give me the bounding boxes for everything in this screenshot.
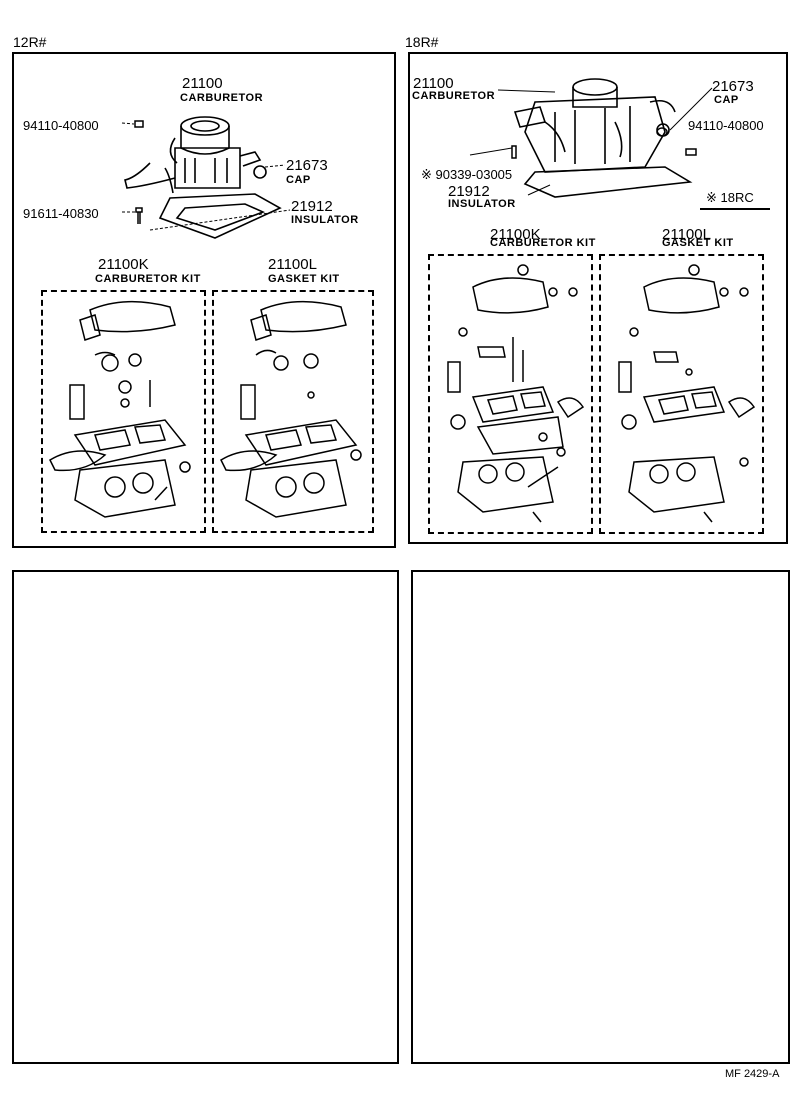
gasket-kit-parts-illustration-18r [604, 262, 759, 527]
carb-kit-parts-illustration-18r [433, 262, 588, 527]
insulator-part-number-18r: 21912 [448, 183, 490, 200]
insulator-part-name: INSULATOR [291, 214, 359, 226]
pin-icon-18r [510, 144, 518, 160]
gasket-kit-part-number-18r: 21100L [662, 226, 711, 243]
empty-panel-bottom-right [411, 570, 790, 1064]
right-leader-lines [400, 0, 800, 220]
gasket-kit-box-12r [212, 290, 374, 533]
carburetor-part-number-18r: 21100 [413, 75, 454, 92]
cap-part-name: CAP [286, 174, 311, 186]
insulator-part-number: 21912 [291, 198, 333, 215]
panel-12r [12, 52, 396, 548]
gasket-kit-part-number: 21100L [268, 256, 317, 273]
nut-part-number-18r: 94110-40800 [688, 118, 764, 133]
nut-icon-18r [684, 146, 698, 158]
left-leader-lines [0, 0, 400, 260]
stud-part-number: 91611-40830 [23, 206, 99, 221]
insulator-part-name-18r: INSULATOR [448, 198, 516, 210]
carburetor-assembly-illustration-12r [115, 108, 285, 248]
cap-part-name-18r: CAP [714, 94, 739, 106]
nut-part-number: 94110-40800 [23, 118, 99, 133]
gasket-kit-part-name-18r: GASKET KIT [662, 237, 734, 249]
cap-part-number: 21673 [286, 157, 328, 174]
carb-kit-box-18r [428, 254, 593, 534]
variant-note-underline [700, 208, 770, 210]
nut-icon [133, 118, 145, 130]
pin-part-number-18r: ※ 90339-03005 [421, 167, 513, 182]
stud-icon [134, 206, 144, 226]
carb-kit-part-number-18r: 21100K [490, 226, 541, 243]
carburetor-part-name-18r: CARBURETOR [412, 90, 496, 102]
gasket-kit-part-name: GASKET KIT [268, 273, 340, 285]
cap-part-number-18r: 21673 [712, 78, 754, 95]
empty-panel-bottom-left [12, 570, 399, 1064]
carb-kit-part-name: CARBURETOR KIT [95, 273, 201, 285]
carb-kit-part-number: 21100K [98, 256, 149, 273]
carb-kit-box-12r [41, 290, 206, 533]
gasket-kit-parts-illustration-12r [216, 295, 371, 525]
gasket-kit-box-18r [599, 254, 764, 534]
section-label-12r: 12R# [13, 34, 47, 50]
variant-note-18rc: ※ 18RC [706, 190, 754, 205]
figure-code: MF 2429-A [725, 1068, 780, 1080]
carburetor-part-number: 21100 [182, 75, 223, 92]
cap-icon-18r [655, 126, 669, 138]
carb-kit-parts-illustration-12r [45, 295, 200, 525]
panel-18r [408, 52, 788, 544]
section-label-18r: 18R# [405, 34, 439, 50]
carb-kit-part-name-18r: CARBURETOR KIT [490, 237, 596, 249]
carburetor-part-name: CARBURETOR [180, 92, 264, 104]
